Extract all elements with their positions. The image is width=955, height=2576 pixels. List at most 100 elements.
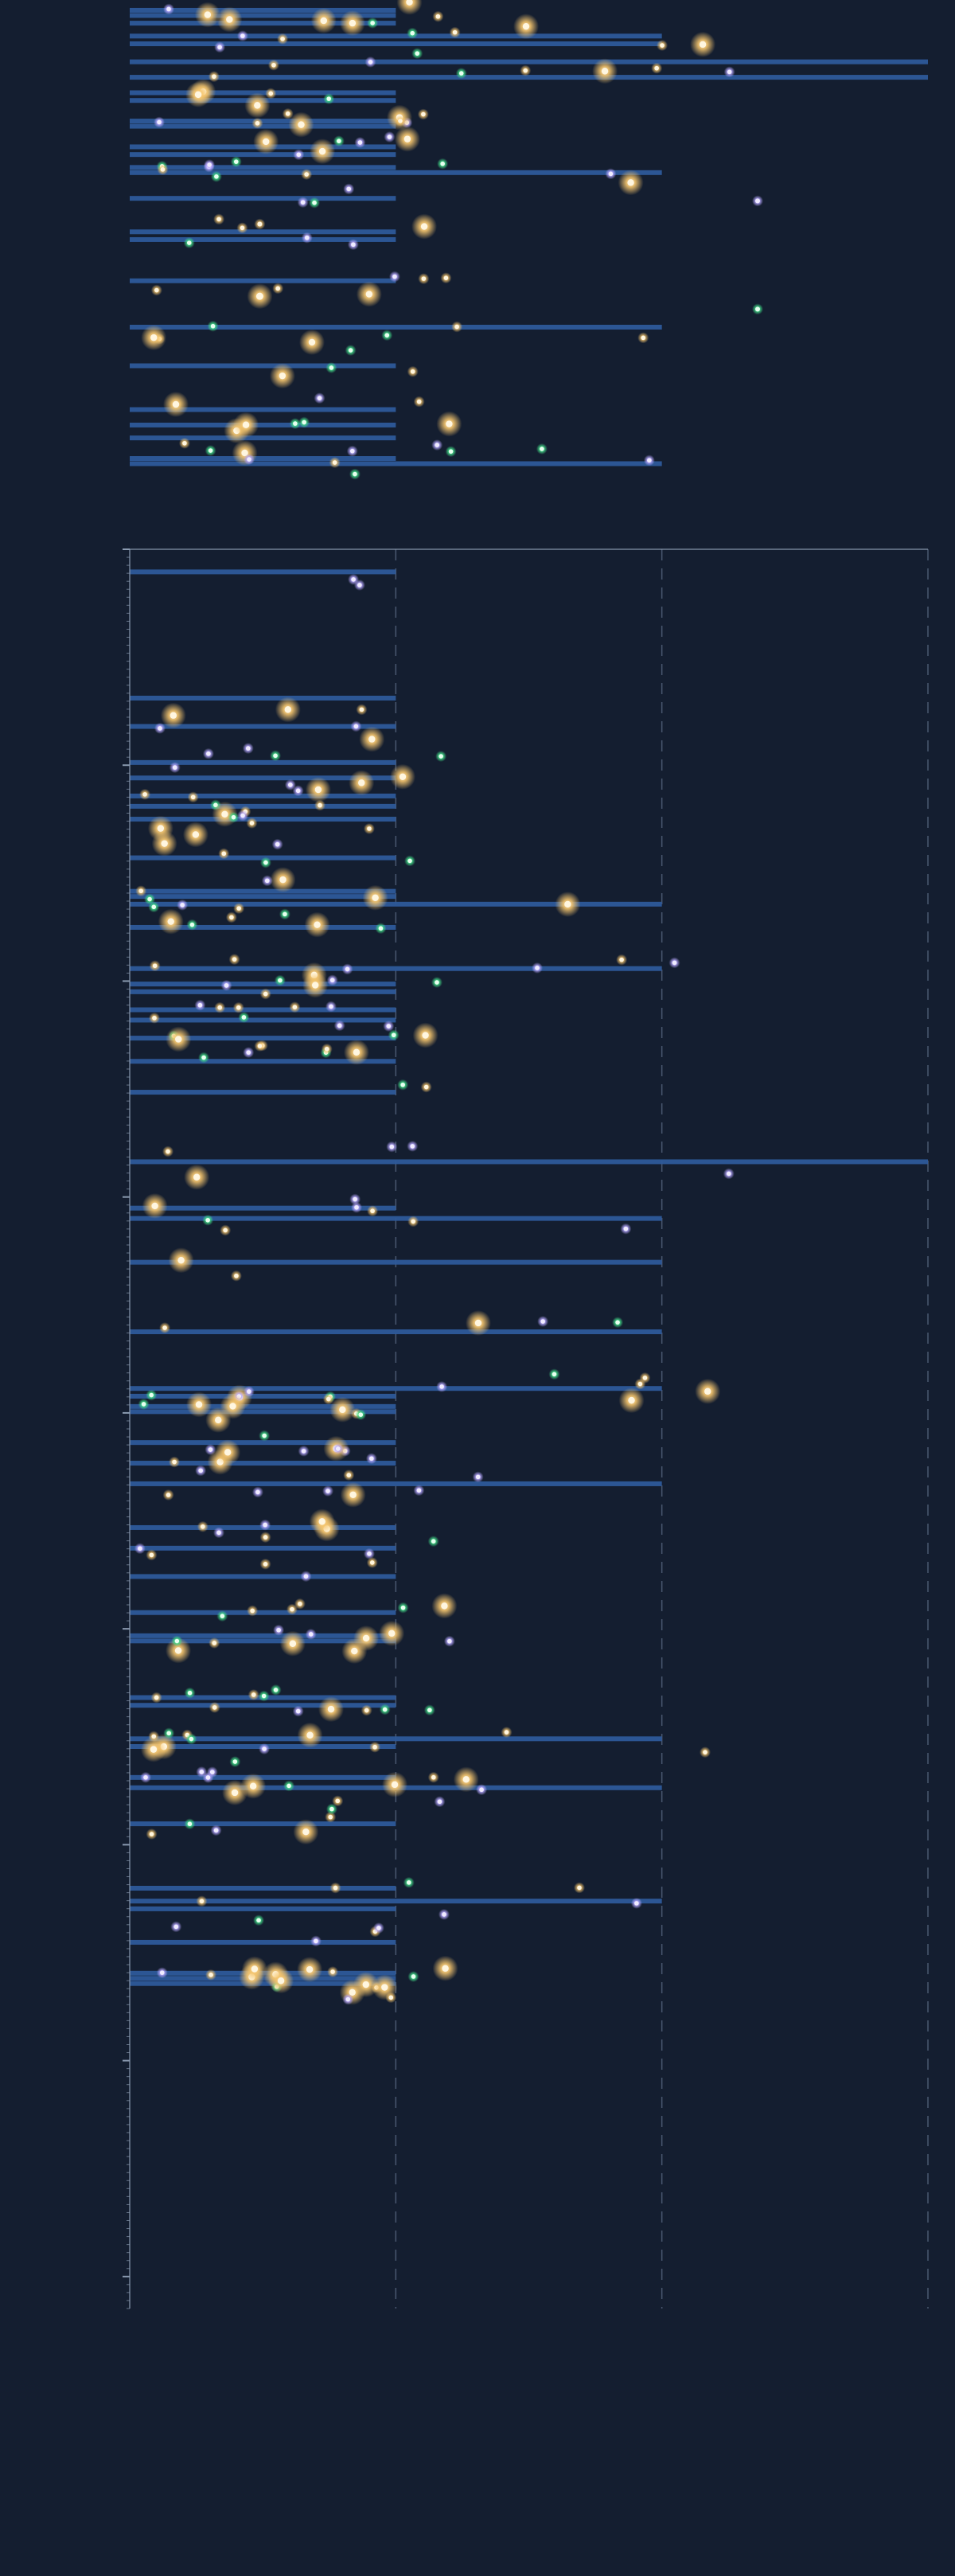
gold-point	[522, 22, 530, 30]
violet-point	[392, 274, 397, 279]
gold-point	[162, 1325, 167, 1330]
bar	[130, 1409, 396, 1415]
violet-point	[206, 751, 211, 756]
gold-point	[234, 1273, 239, 1278]
gold-point-glow	[396, 0, 423, 15]
green-point	[220, 1614, 225, 1618]
bar	[130, 1259, 662, 1265]
violet-point	[199, 1770, 205, 1774]
violet-point	[325, 1489, 330, 1493]
violet-point	[172, 765, 177, 770]
bar	[130, 435, 396, 441]
violet-point	[197, 1002, 203, 1008]
bar	[130, 1007, 396, 1013]
bar	[130, 1610, 396, 1615]
green-point	[458, 71, 464, 76]
green-point	[302, 420, 306, 425]
violet-point	[389, 1144, 395, 1149]
gold-point	[221, 851, 227, 857]
violet-point	[166, 6, 171, 12]
gold-point	[138, 888, 144, 894]
gold-point	[421, 111, 426, 117]
gold-point	[339, 1406, 346, 1414]
violet-point	[540, 1319, 545, 1324]
violet-point	[672, 960, 677, 966]
gold-point	[318, 147, 326, 155]
gold-point	[365, 291, 373, 298]
violet-point	[329, 978, 335, 983]
green-point	[431, 1539, 436, 1544]
bar	[130, 1329, 662, 1335]
gold-point	[431, 1774, 436, 1780]
violet-point	[439, 1384, 444, 1389]
green-point	[208, 448, 213, 453]
violet-point	[157, 119, 162, 125]
gold-point	[154, 287, 159, 293]
gold-point	[170, 712, 177, 719]
bar	[130, 461, 662, 466]
gold-point	[221, 810, 228, 818]
violet-point	[345, 1996, 351, 2002]
gold-point	[209, 1973, 213, 1977]
gold-point	[223, 1228, 228, 1233]
green-point	[147, 896, 152, 902]
gold-point	[280, 37, 285, 41]
gold-point	[231, 1789, 239, 1797]
gold-point	[217, 1005, 223, 1010]
green-point	[201, 1055, 206, 1060]
bar	[130, 924, 396, 930]
violet-point	[608, 171, 614, 177]
violet-point	[475, 1474, 481, 1480]
green-point	[273, 753, 278, 759]
green-point	[241, 1015, 247, 1020]
gold-point	[285, 111, 290, 116]
grid-layer	[130, 548, 929, 2309]
gold-legend-point	[257, 221, 263, 227]
bar	[130, 1461, 396, 1466]
bar	[130, 982, 396, 987]
gold-point	[157, 825, 165, 832]
bar	[130, 1885, 396, 1891]
green-point	[407, 858, 412, 864]
gold-point	[330, 1969, 335, 1974]
gold-point	[328, 1814, 333, 1820]
green-point	[358, 1412, 364, 1417]
gold-point	[290, 1606, 294, 1612]
green-point	[439, 754, 443, 759]
green-point	[326, 96, 332, 101]
gold-point	[358, 779, 365, 786]
gold-point	[306, 1965, 314, 1973]
green-point	[410, 30, 415, 36]
gold-point	[199, 1899, 205, 1904]
bar	[130, 1393, 396, 1399]
gold-point	[304, 172, 309, 177]
gold-point	[423, 1084, 429, 1090]
gold-point	[642, 1376, 648, 1380]
gold-point	[151, 1202, 158, 1210]
gold-point	[204, 11, 212, 18]
violet-point	[351, 577, 356, 582]
gold-point	[292, 1005, 298, 1009]
gold-point	[302, 1828, 310, 1836]
gold-point	[236, 906, 241, 911]
gold-point	[271, 62, 276, 68]
gold-point	[212, 74, 216, 79]
gold-point	[195, 1401, 203, 1408]
gold-point	[154, 1695, 159, 1700]
gold-point	[279, 372, 286, 380]
bar	[130, 817, 396, 822]
bar	[130, 7, 396, 13]
bar	[130, 1981, 396, 1986]
gold-point	[279, 876, 286, 884]
bar	[130, 1059, 396, 1064]
violet-point	[295, 788, 301, 794]
bar	[130, 363, 396, 369]
bar	[130, 966, 662, 971]
gold-point	[381, 1984, 388, 1991]
gold-point	[284, 706, 292, 713]
violet-point	[207, 162, 212, 167]
gold-point	[268, 91, 274, 96]
gold-point	[172, 400, 180, 408]
bar	[130, 119, 396, 124]
gold-point	[174, 1647, 182, 1654]
